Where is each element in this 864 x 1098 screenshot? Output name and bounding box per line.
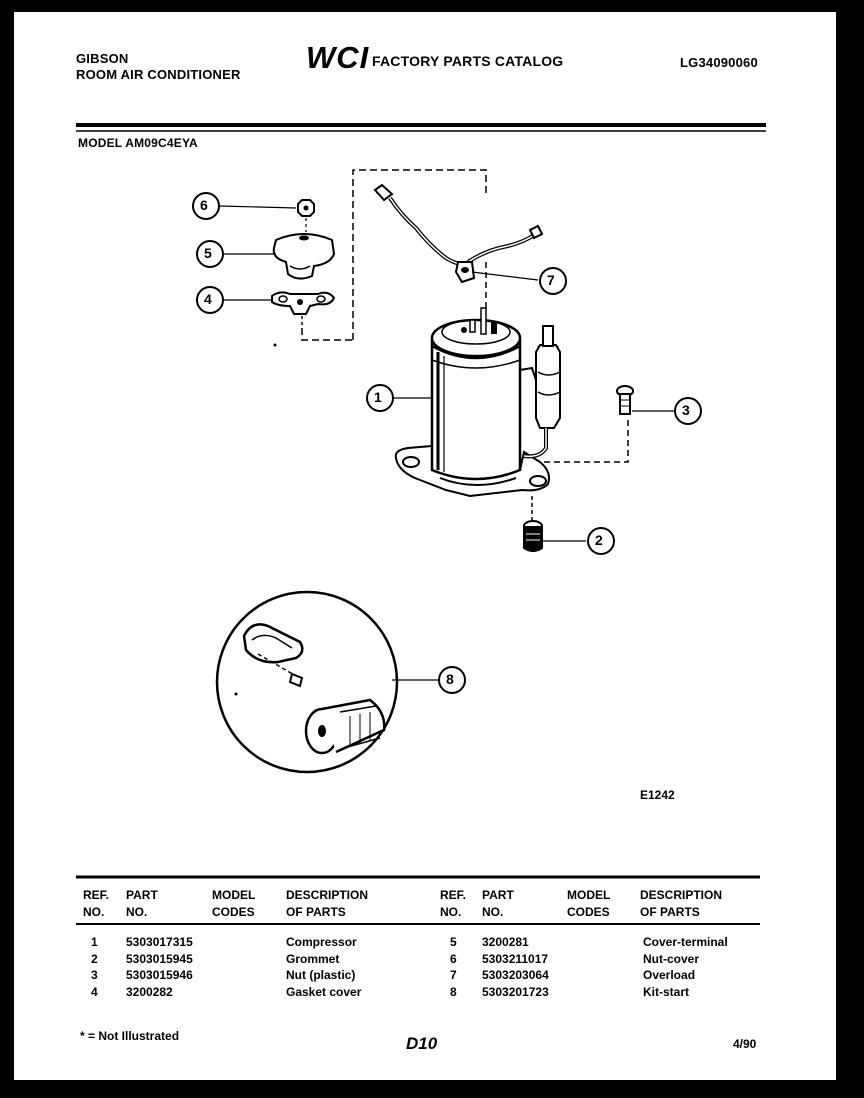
brand-name: GIBSON <box>76 51 129 66</box>
desc-column-left: Compressor Grommet Nut (plastic) Gasket … <box>286 935 362 999</box>
part-column-left: 5303017315 5303015945 5303015946 3200282 <box>126 935 193 999</box>
callout-6: 6 <box>200 197 208 213</box>
callout-2: 2 <box>595 532 603 548</box>
header-ref-no: REF.NO. <box>83 888 110 919</box>
catalog-page <box>14 12 836 1080</box>
table-row: 3 <box>91 968 98 982</box>
catalog-code: LG34090060 <box>680 55 758 70</box>
model-line: MODEL AM09C4EYA <box>78 136 198 150</box>
print-date: 4/90 <box>733 1037 757 1051</box>
table-row: 1 <box>91 935 98 949</box>
table-row: 5 <box>450 935 457 949</box>
catalog-title: FACTORY PARTS CATALOG <box>372 53 564 69</box>
figure-code: E1242 <box>640 788 675 802</box>
ref-column-right: 5 6 7 8 <box>450 934 457 1000</box>
wci-logo: WCI <box>306 40 370 75</box>
gasket-cover-part <box>271 291 336 328</box>
table-row: 4 <box>91 984 98 999</box>
callout-1: 1 <box>374 389 382 405</box>
callout-5: 5 <box>204 245 212 261</box>
nut-cover-part <box>297 199 315 232</box>
table-row: 7 <box>450 968 457 982</box>
product-name: ROOM AIR CONDITIONER <box>76 67 241 82</box>
part-column-right: 3200281 5303211017 5303203064 5303201723 <box>482 935 549 999</box>
callout-8: 8 <box>446 671 454 687</box>
compressor-part <box>394 307 561 498</box>
callout-7: 7 <box>547 272 555 288</box>
grommet-part <box>523 496 543 552</box>
page-code: D10 <box>406 1034 438 1053</box>
overload-part <box>373 183 544 284</box>
header-ref-no-right: REF.NO. <box>440 888 467 919</box>
ref-column-left: 1 2 3 4 <box>91 934 98 1000</box>
nut-plastic-part <box>540 385 634 463</box>
table-row: 2 <box>91 951 98 966</box>
table-row: 8 <box>450 984 457 999</box>
callout-4: 4 <box>204 291 212 307</box>
terminal-cover-part <box>272 233 336 280</box>
desc-column-right: Cover-terminal Nut-cover Overload Kit-st… <box>643 935 728 999</box>
not-illustrated-note: * = Not Illustrated <box>80 1029 180 1043</box>
kit-start-inset <box>215 590 399 774</box>
callout-3: 3 <box>682 402 690 418</box>
table-row: 6 <box>450 951 457 966</box>
